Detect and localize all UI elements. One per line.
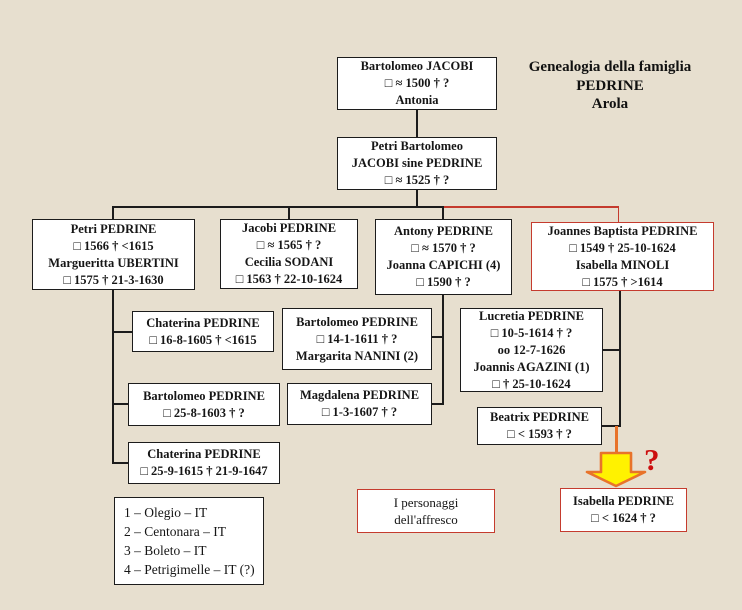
person-dates: □ ≈ 1565 † ?: [256, 238, 322, 252]
connector-line: [619, 291, 621, 427]
person-name: Chaterina PEDRINE: [146, 315, 260, 330]
connector-line: [442, 206, 444, 220]
person-dates: □ 1575 † >1614: [582, 274, 663, 289]
connector-line: [442, 295, 444, 405]
connector-line: [431, 336, 443, 338]
fresco-label-line: I personaggi: [393, 495, 459, 510]
connector-line: [431, 403, 443, 405]
person-name: Magdalena PEDRINE: [299, 388, 420, 402]
person-dates: □ 1566 † <1615: [73, 238, 154, 253]
legend-item: 3 – Boleto – IT: [124, 543, 207, 558]
fresco-characters-label: I personaggi dell'affresco: [357, 489, 495, 533]
person-spouse: Margarita NANINI (2): [295, 348, 419, 363]
title-line: Genealogia della famiglia: [528, 59, 692, 75]
connector-line: [416, 190, 418, 207]
uncertain-descent-stem: [615, 426, 618, 454]
connector-line: [112, 290, 114, 464]
person-spouse: Margueritta UBERTINI: [48, 255, 179, 270]
person-dates: □ 14-1-1611 † ?: [316, 331, 398, 346]
connector-line: [601, 425, 620, 427]
person-dates: □ 1549 † 25-10-1624: [569, 240, 676, 255]
person-name: Petri Bartolomeo: [371, 139, 463, 153]
person-dates: □ < 1593 † ?: [507, 427, 572, 441]
down-arrow-icon: [585, 451, 647, 488]
person-box-magdalena: Magdalena PEDRINE □ 1-3-1607 † ?: [287, 383, 432, 425]
person-name: Isabella PEDRINE: [572, 494, 675, 508]
person-spouse: Joannis AGAZINI (1): [473, 359, 590, 374]
person-spouse: Antonia: [395, 93, 439, 107]
person-box-chaterina-1605: Chaterina PEDRINE □ 16-8-1605 † <1615: [132, 311, 274, 352]
person-dates: □ 1563 † 22-10-1624: [235, 272, 343, 286]
connector-line-highlighted: [617, 206, 620, 223]
person-name: Antony PEDRINE: [394, 224, 493, 238]
person-box-petri-bartolomeo: Petri Bartolomeo JACOBI sine PEDRINE □ ≈…: [337, 137, 497, 190]
person-dates: □ 16-8-1605 † <1615: [149, 332, 257, 347]
person-name: Bartolomeo PEDRINE: [143, 388, 265, 403]
person-box-isabella: Isabella PEDRINE □ < 1624 † ?: [560, 488, 687, 532]
person-dates: □ 1-3-1607 † ?: [321, 405, 398, 419]
person-name: Chaterina PEDRINE: [147, 447, 261, 461]
person-box-chaterina-1615: Chaterina PEDRINE □ 25-9-1615 † 21-9-164…: [128, 442, 280, 484]
legend-item: 2 – Centonara – IT: [124, 524, 226, 539]
person-box-bartolomeo-1611: Bartolomeo PEDRINE □ 14-1-1611 † ? Marga…: [282, 308, 432, 370]
person-name: Jacobi PEDRINE: [241, 221, 337, 235]
connector-line: [602, 349, 620, 351]
person-box-antony: Antony PEDRINE □ ≈ 1570 † ? Joanna CAPIC…: [375, 219, 512, 295]
person-box-petri: Petri PEDRINE □ 1566 † <1615 Margueritta…: [32, 219, 195, 290]
person-box-beatrix: Beatrix PEDRINE □ < 1593 † ?: [477, 407, 602, 445]
connector-line: [112, 403, 128, 405]
person-dates: □ 25-9-1615 † 21-9-1647: [140, 464, 268, 478]
person-dates: □ < 1624 † ?: [591, 511, 656, 525]
legend-place-codes: 1 – Olegio – IT 2 – Centonara – IT 3 – B…: [114, 497, 264, 585]
person-marriage-date: oo 12-7-1626: [497, 342, 566, 357]
connector-line: [112, 331, 132, 333]
person-dates: □ 10-5-1614 † ?: [490, 325, 573, 340]
title-line: Arola: [591, 96, 629, 112]
connector-line: [112, 206, 444, 208]
person-dates: □ ≈ 1500 † ?: [384, 76, 450, 90]
person-dates: □ † 25-10-1624: [492, 376, 571, 391]
connector-line: [112, 206, 114, 220]
title-line: PEDRINE: [576, 77, 644, 94]
person-name: Beatrix PEDRINE: [490, 410, 589, 424]
connector-line: [288, 206, 290, 220]
person-spouse: Isabella MINOLI: [575, 257, 670, 272]
person-dates: □ 1590 † ?: [416, 275, 471, 289]
person-dates: □ ≈ 1525 † ?: [384, 173, 450, 187]
person-spouse: Cecilia SODANI: [244, 255, 334, 269]
person-name: Bartolomeo JACOBI: [360, 59, 474, 73]
diagram-title: Genealogia della famiglia PEDRINE Arola: [500, 58, 720, 114]
person-box-bartolomeo-jacobi: Bartolomeo JACOBI □ ≈ 1500 † ? Antonia: [337, 57, 497, 110]
person-box-joannes-baptista: Joannes Baptista PEDRINE □ 1549 † 25-10-…: [531, 222, 714, 291]
person-name: Bartolomeo PEDRINE: [296, 314, 418, 329]
person-name: JACOBI sine PEDRINE: [351, 156, 483, 170]
connector-line: [112, 462, 128, 464]
person-name: Joannes Baptista PEDRINE: [547, 223, 698, 238]
fresco-label-line: dell'affresco: [394, 512, 458, 527]
person-name: Petri PEDRINE: [70, 221, 157, 236]
person-box-bartolomeo-1603: Bartolomeo PEDRINE □ 25-8-1603 † ?: [128, 383, 280, 426]
legend-item: 1 – Olegio – IT: [124, 505, 208, 520]
person-name: Lucretia PEDRINE: [479, 308, 584, 323]
connector-line: [416, 110, 418, 138]
connector-line-highlighted: [444, 206, 619, 208]
person-box-jacobi: Jacobi PEDRINE □ ≈ 1565 † ? Cecilia SODA…: [220, 219, 358, 289]
person-spouse: Joanna CAPICHI (4): [386, 258, 501, 272]
person-dates: □ ≈ 1570 † ?: [411, 241, 476, 255]
legend-item: 4 – Petrigimelle – IT (?): [124, 562, 255, 577]
uncertain-link-question-mark: ?: [644, 442, 660, 477]
person-dates: □ 1575 † 21-3-1630: [63, 272, 164, 287]
person-box-lucretia: Lucretia PEDRINE □ 10-5-1614 † ? oo 12-7…: [460, 308, 603, 392]
person-dates: □ 25-8-1603 † ?: [163, 405, 245, 420]
